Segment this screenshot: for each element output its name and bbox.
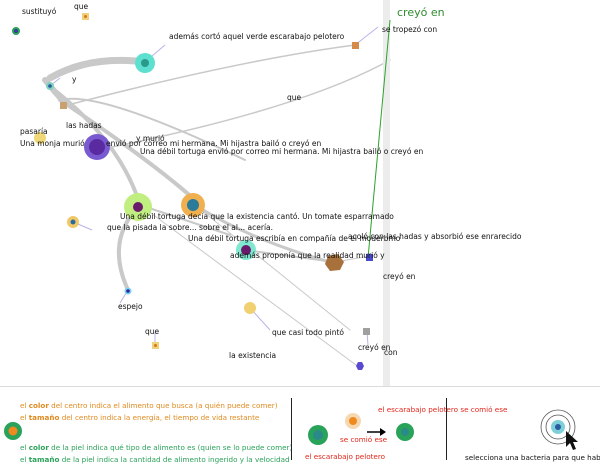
link (58, 98, 197, 202)
word-label: que (287, 93, 302, 102)
word-label: y murió (136, 134, 165, 143)
word-label: que (74, 2, 89, 11)
node-tortuga[interactable] (181, 193, 205, 217)
legend-line-3: el color de la piel indica qué tipo de a… (20, 443, 293, 452)
node-espejo[interactable] (124, 287, 132, 295)
eat-caption-top: el escarabajo pelotero se comió ese (378, 405, 508, 414)
bacteria-example-icon (4, 422, 22, 440)
node-creyo[interactable] (366, 254, 373, 261)
network-canvas[interactable]: creyó en sustituyó que además cortó aque… (0, 0, 600, 386)
node-sustituyo[interactable] (12, 27, 20, 35)
link (139, 204, 361, 369)
eat-caption-mid: se comió ese (340, 435, 388, 444)
node-pisada[interactable] (67, 216, 79, 228)
node-pasaria[interactable] (34, 132, 46, 144)
word-label: Una débil tortuga decía que la existenci… (120, 212, 394, 221)
word-label: y (72, 75, 77, 84)
target-rings-icon (540, 409, 576, 445)
word-label: la existencia (229, 351, 277, 360)
focus-bar (383, 0, 390, 386)
word-label: que casi todo pintó (272, 328, 344, 337)
link (244, 249, 336, 263)
link (46, 56, 149, 82)
short-links (49, 26, 379, 346)
node-tropezo[interactable] (352, 42, 359, 49)
focus-line (367, 19, 391, 259)
node-pinto[interactable] (244, 302, 256, 314)
node-con[interactable] (356, 362, 364, 370)
word-label: se tropezó con (382, 25, 438, 34)
legend-divider (446, 398, 447, 460)
node-proponia[interactable] (325, 254, 344, 271)
legend-line-2: el tamaño del centro indica la energía, … (20, 413, 260, 422)
link (139, 204, 231, 236)
word-label: las hadas (66, 121, 102, 130)
network-graph (12, 0, 391, 386)
node-y[interactable] (46, 82, 54, 90)
links (42, 44, 391, 369)
node-hadas[interactable] (60, 102, 67, 109)
word-label: creyó en (383, 272, 416, 281)
node-decia[interactable] (124, 193, 152, 221)
predator-bacteria-icon (308, 413, 361, 445)
link (96, 59, 391, 151)
legend-divider (291, 398, 292, 460)
word-label: con (384, 348, 398, 357)
node-verde[interactable] (135, 53, 155, 73)
word-label: creyó en (358, 343, 391, 352)
nodes[interactable] (12, 13, 373, 370)
node-creyo-bottom[interactable] (363, 328, 370, 335)
arrow-right-icon (367, 428, 386, 436)
word-label: acoló con las hadas y absorbió ese enrar… (348, 232, 522, 241)
link (63, 44, 356, 107)
node-que-bottom[interactable] (152, 342, 159, 349)
word-label: Una débil tortuga escribía en compañía d… (188, 234, 401, 243)
word-label: además proponía que la realidad murió y (230, 251, 385, 260)
select-hint: selecciona una bacteria para que hab (465, 453, 600, 462)
node-que-top[interactable] (82, 13, 89, 20)
link (59, 97, 246, 161)
word-label: envió por correo mi hermana. Mi hijastra… (106, 139, 322, 148)
link (194, 204, 351, 331)
word-label: Una débil tortuga envió por correo mi he… (140, 147, 424, 156)
word-label: pasaría (20, 127, 48, 136)
node-escribia[interactable] (236, 240, 256, 260)
word-label: espejo (118, 302, 143, 311)
link (193, 203, 332, 264)
word-label: que (145, 327, 160, 336)
eat-caption-bottom: el escarabajo pelotero (305, 452, 386, 461)
word-label: Una monja murió (20, 139, 85, 148)
word-label: además cortó aquel verde escarabajo pelo… (169, 32, 345, 41)
mouse-cursor-icon (566, 431, 578, 450)
legend-graphics (4, 409, 578, 450)
legend-panel: el color del centro indica el alimento q… (0, 386, 600, 464)
word-label: sustituyó (22, 7, 57, 16)
node-monja[interactable] (84, 134, 110, 160)
focus-word: creyó en (397, 6, 445, 19)
legend-line-1: el color del centro indica el alimento q… (20, 401, 278, 410)
word-label: que la pisada la sobre... sobre el al...… (107, 223, 274, 232)
after-eating-bacteria-icon (396, 423, 414, 441)
